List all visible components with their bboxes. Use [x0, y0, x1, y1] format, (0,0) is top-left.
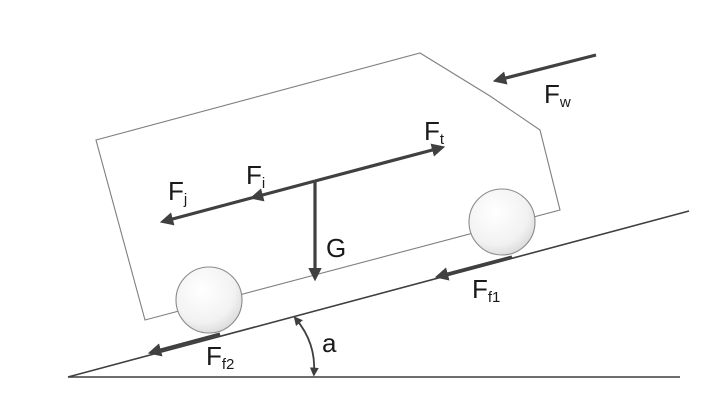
rear-friction-label: Ff2: [206, 341, 234, 373]
rear-friction-force-arrow: [147, 332, 221, 357]
gravity-label: G: [326, 233, 346, 263]
slope-line: [67, 210, 690, 378]
rear-wheel: [175, 266, 243, 334]
front-friction-label: Ff1: [472, 274, 500, 306]
vehicle-body: [95, 52, 561, 321]
slope-angle-arc: [293, 316, 319, 377]
acceleration-force-arrow: [159, 195, 256, 226]
acceleration-force-label: Fj: [168, 176, 187, 208]
wind-force-label: Fw: [544, 79, 571, 111]
inertia-force-label: Fi: [246, 160, 265, 192]
traction-force-label: Ft: [424, 116, 445, 148]
slope-angle-label: a: [322, 328, 337, 358]
front-wheel: [468, 188, 536, 256]
wind-force-arrow: [492, 53, 597, 85]
inertia-force-arrow: [249, 179, 316, 202]
traction-force-arrow: [314, 143, 446, 183]
front-friction-force-arrow: [434, 255, 513, 281]
